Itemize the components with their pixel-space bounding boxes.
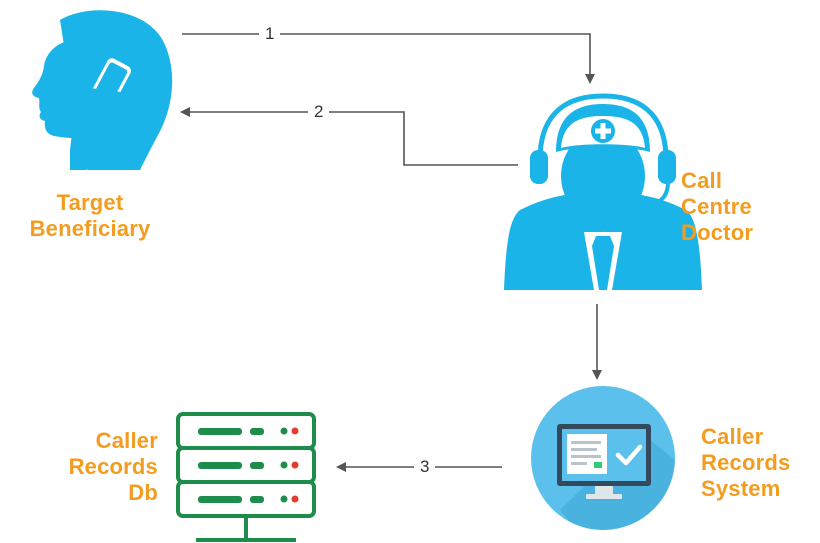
label-caller-records-db: Caller Records Db — [60, 428, 158, 506]
edge-label-2: 2 — [308, 102, 330, 122]
label-line: Doctor — [681, 220, 754, 245]
label-line: Centre — [681, 194, 752, 219]
label-caller-records-system: Caller Records System — [701, 424, 790, 502]
label-target-beneficiary: Target Beneficiary — [8, 190, 172, 242]
arrow-1 — [182, 33, 595, 84]
edge-label-1: 1 — [259, 24, 281, 44]
label-line: System — [701, 476, 781, 501]
label-line: Records — [68, 454, 158, 479]
label-line: Caller — [701, 424, 764, 449]
woman-on-phone-icon — [32, 10, 173, 171]
edge-label-3: 3 — [414, 457, 436, 477]
arrow-2 — [180, 107, 518, 166]
doctor-headset-icon — [504, 93, 702, 290]
label-line: Target — [56, 190, 124, 215]
label-line: Records — [701, 450, 791, 475]
label-line: Caller — [95, 428, 158, 453]
server-rack-icon — [176, 412, 316, 542]
label-line: Db — [128, 480, 158, 505]
label-call-centre-doctor: Call Centre Doctor — [681, 168, 753, 246]
label-line: Beneficiary — [29, 216, 151, 241]
monitor-check-icon — [531, 386, 675, 530]
label-line: Call — [681, 168, 723, 193]
